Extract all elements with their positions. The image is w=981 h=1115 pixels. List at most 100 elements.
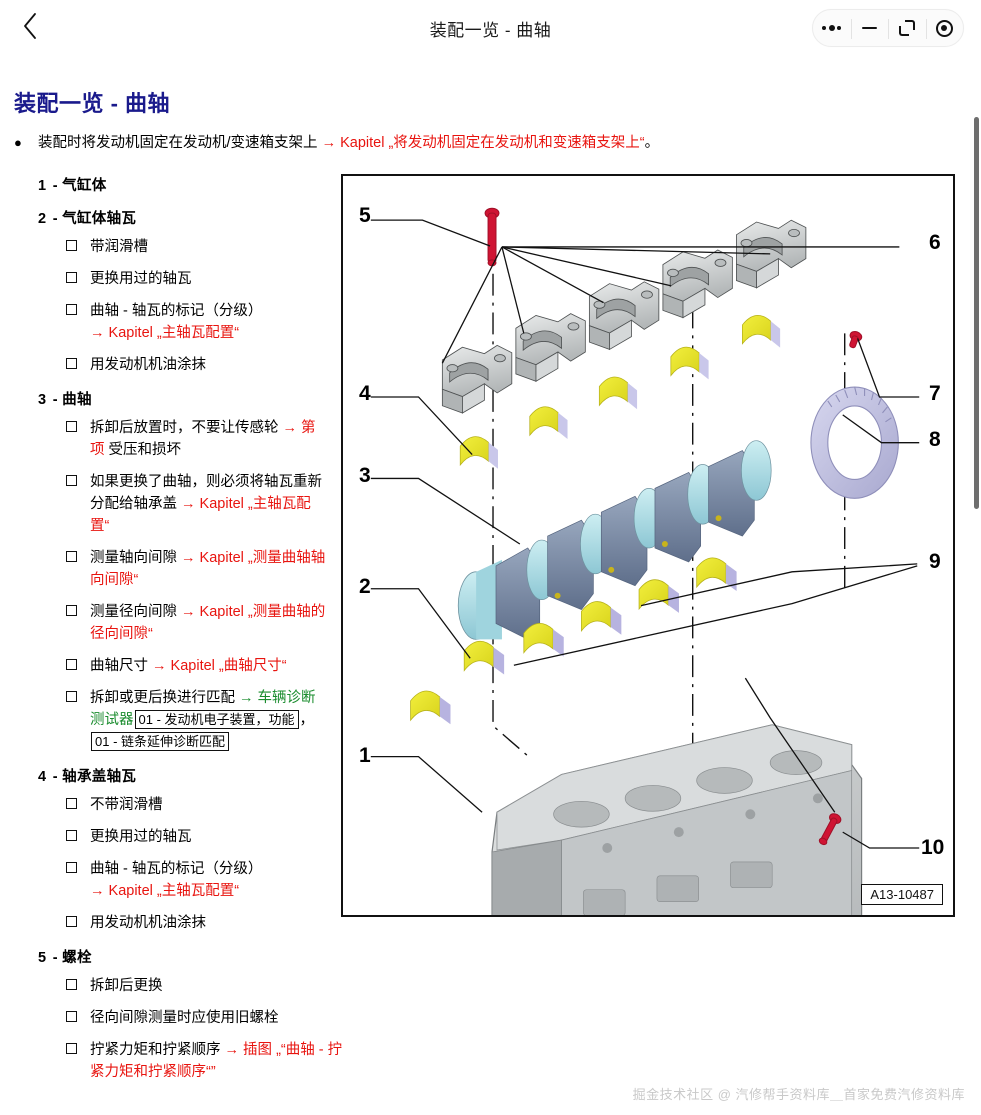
item-text: 用发动机机油涂抹: [90, 915, 206, 931]
item-text: 如果更换了曲轴，则必须将轴瓦重新分配给轴承盖: [90, 474, 322, 512]
square-bullet-icon: [66, 659, 77, 670]
callout-8: 8: [929, 428, 941, 451]
square-bullet-icon: [66, 421, 77, 432]
section-heading-2: 2 - 气缸体轴瓦: [38, 211, 137, 227]
square-bullet-icon: [66, 605, 77, 616]
list-item: 不带润滑槽: [66, 794, 328, 816]
lead-text-black-2: 。: [644, 135, 660, 151]
item-text: 拆卸后放置时，不要让传感轮: [90, 420, 283, 436]
item-link[interactable]: → 插图 „“曲轴 - 拧紧力矩和拧紧顺序“”: [90, 1042, 343, 1080]
section-number-3: 3: [38, 392, 47, 408]
callout-6: 6: [929, 231, 941, 254]
item-text: 更换用过的轴瓦: [90, 829, 192, 845]
section-heading-3: 3 - 曲轴: [38, 392, 92, 408]
callout-5: 5: [359, 204, 371, 227]
square-bullet-icon: [66, 272, 77, 283]
section-title-2: 气缸体轴瓦: [62, 211, 137, 227]
item-link[interactable]: → Kapitel „主轴瓦配置“: [90, 496, 311, 534]
list-item: 带润滑槽: [66, 236, 328, 258]
square-bullet-icon: [66, 551, 77, 562]
list-item: 测量径向间隙 → Kapitel „测量曲轴的径向间隙“: [66, 601, 328, 645]
square-bullet-icon: [66, 830, 77, 841]
callout-1: 1: [359, 744, 371, 767]
item-text: 曲轴 - 轴瓦的标记（分级）: [90, 303, 263, 319]
item-text-tail: 受压和损坏: [104, 442, 182, 458]
square-bullet-icon: [66, 1011, 77, 1022]
callout-9: 9: [929, 550, 941, 573]
back-button[interactable]: [10, 8, 50, 48]
minimize-button[interactable]: [850, 10, 889, 46]
item-text: 拆卸后更换: [90, 978, 163, 994]
expand-button[interactable]: [888, 10, 926, 46]
item-link[interactable]: → Kapitel „主轴瓦配置“: [90, 883, 240, 899]
section-title-3: 曲轴: [62, 392, 92, 408]
list-item: 用发动机机油涂抹: [66, 912, 328, 934]
square-bullet-icon: [66, 475, 77, 486]
section-number-4: 4: [38, 769, 47, 785]
item-link[interactable]: → Kapitel „曲轴尺寸“: [152, 658, 287, 674]
square-bullet-icon: [66, 240, 77, 251]
page-title: 装配一览 - 曲轴: [14, 91, 171, 116]
list-item: 如果更换了曲轴，则必须将轴瓦重新分配给轴承盖 → Kapitel „主轴瓦配置“: [66, 471, 328, 537]
more-menu-button[interactable]: [813, 10, 851, 46]
list-item: 更换用过的轴瓦: [66, 268, 328, 290]
list-item: 用发动机机油涂抹: [66, 354, 328, 376]
section-title-4: 轴承盖轴瓦: [62, 769, 137, 785]
square-bullet-icon: [66, 916, 77, 927]
list-item: 拆卸后更换: [66, 975, 345, 997]
lead-paragraph: ● 装配时将发动机固定在发动机/变速箱支架上 → Kapitel „将发动机固定在…: [14, 132, 814, 154]
section-heading-4: 4 - 轴承盖轴瓦: [38, 769, 137, 785]
item-link[interactable]: → 第项: [90, 420, 316, 458]
lead-bullet-icon: ●: [14, 135, 22, 150]
exploded-diagram-svg: [370, 207, 920, 915]
square-bullet-icon: [66, 798, 77, 809]
item-text: 拧紧力矩和拧紧顺序: [90, 1042, 225, 1058]
list-item: 更换用过的轴瓦: [66, 826, 328, 848]
navigation-bar: 装配一览 - 曲轴: [0, 0, 981, 56]
section-title-5: 螺栓: [62, 950, 92, 966]
callout-3: 3: [359, 464, 371, 487]
callout-2: 2: [359, 575, 371, 598]
section-title-1: 气缸体: [62, 178, 107, 194]
item-text: 拆卸或更后换进行匹配: [90, 690, 240, 706]
diagnostic-box-1[interactable]: 01 - 发动机电子装置，功能: [134, 710, 299, 729]
square-bullet-icon: [66, 691, 77, 702]
item-text: 更换用过的轴瓦: [90, 271, 192, 287]
callout-10: 10: [921, 836, 945, 859]
parts-list: 1 - 气缸体 2 - 气缸体轴瓦 带润滑槽 更换用过的轴瓦 曲轴 - 轴瓦的标…: [0, 162, 345, 1093]
item-tool-link[interactable]: → 车辆诊断测试器: [90, 690, 316, 728]
list-item: 曲轴尺寸 → Kapitel „曲轴尺寸“: [66, 655, 328, 677]
square-bullet-icon: [66, 304, 77, 315]
section-number-2: 2: [38, 211, 47, 227]
box-separator: ，: [299, 712, 315, 728]
chevron-left-icon: [22, 12, 38, 45]
item-text: 不带润滑槽: [90, 797, 163, 813]
square-bullet-icon: [66, 1043, 77, 1054]
close-button[interactable]: [925, 10, 964, 46]
square-bullet-icon: [66, 979, 77, 990]
square-bullet-icon: [66, 862, 77, 873]
scrollbar-track[interactable]: [974, 112, 981, 1115]
scrollbar-thumb[interactable]: [974, 117, 979, 509]
section-number-1: 1: [38, 178, 47, 194]
item-text: 曲轴 - 轴瓦的标记（分级）: [90, 861, 263, 877]
section-heading-1: 1 - 气缸体: [38, 178, 107, 194]
item-link[interactable]: → Kapitel „测量曲轴的径向间隙“: [90, 604, 326, 642]
lead-text-black-1: 装配时将发动机固定在发动机/变速箱支架上: [38, 135, 322, 151]
diagnostic-box-2[interactable]: 01 - 链条延伸诊断匹配: [91, 732, 230, 751]
item-text: 测量轴向间隙: [90, 550, 182, 566]
section-number-5: 5: [38, 950, 47, 966]
watermark: 掘金技术社区 @ 汽修帮手资料库＿首家免费汽修资料库: [632, 1087, 965, 1102]
item-text: 带润滑槽: [90, 239, 148, 255]
item-text: 测量径向间隙: [90, 604, 182, 620]
exploded-view-figure: 5 4 3 2 1 6 7 8 9 10 A13-10487: [341, 174, 955, 917]
item-link[interactable]: → Kapitel „主轴瓦配置“: [90, 325, 240, 341]
mini-program-capsule: [812, 9, 964, 47]
item-text: 径向间隙测量时应使用旧螺栓: [90, 1010, 279, 1026]
section-heading-5: 5 - 螺栓: [38, 950, 92, 966]
callout-4: 4: [359, 382, 371, 405]
item-link[interactable]: → Kapitel „测量曲轴轴向间隙“: [90, 550, 326, 588]
list-item: 拆卸后放置时，不要让传感轮 → 第项 受压和损坏: [66, 417, 328, 461]
lead-text-link[interactable]: → Kapitel „将发动机固定在发动机和变速箱支架上“: [321, 135, 645, 151]
